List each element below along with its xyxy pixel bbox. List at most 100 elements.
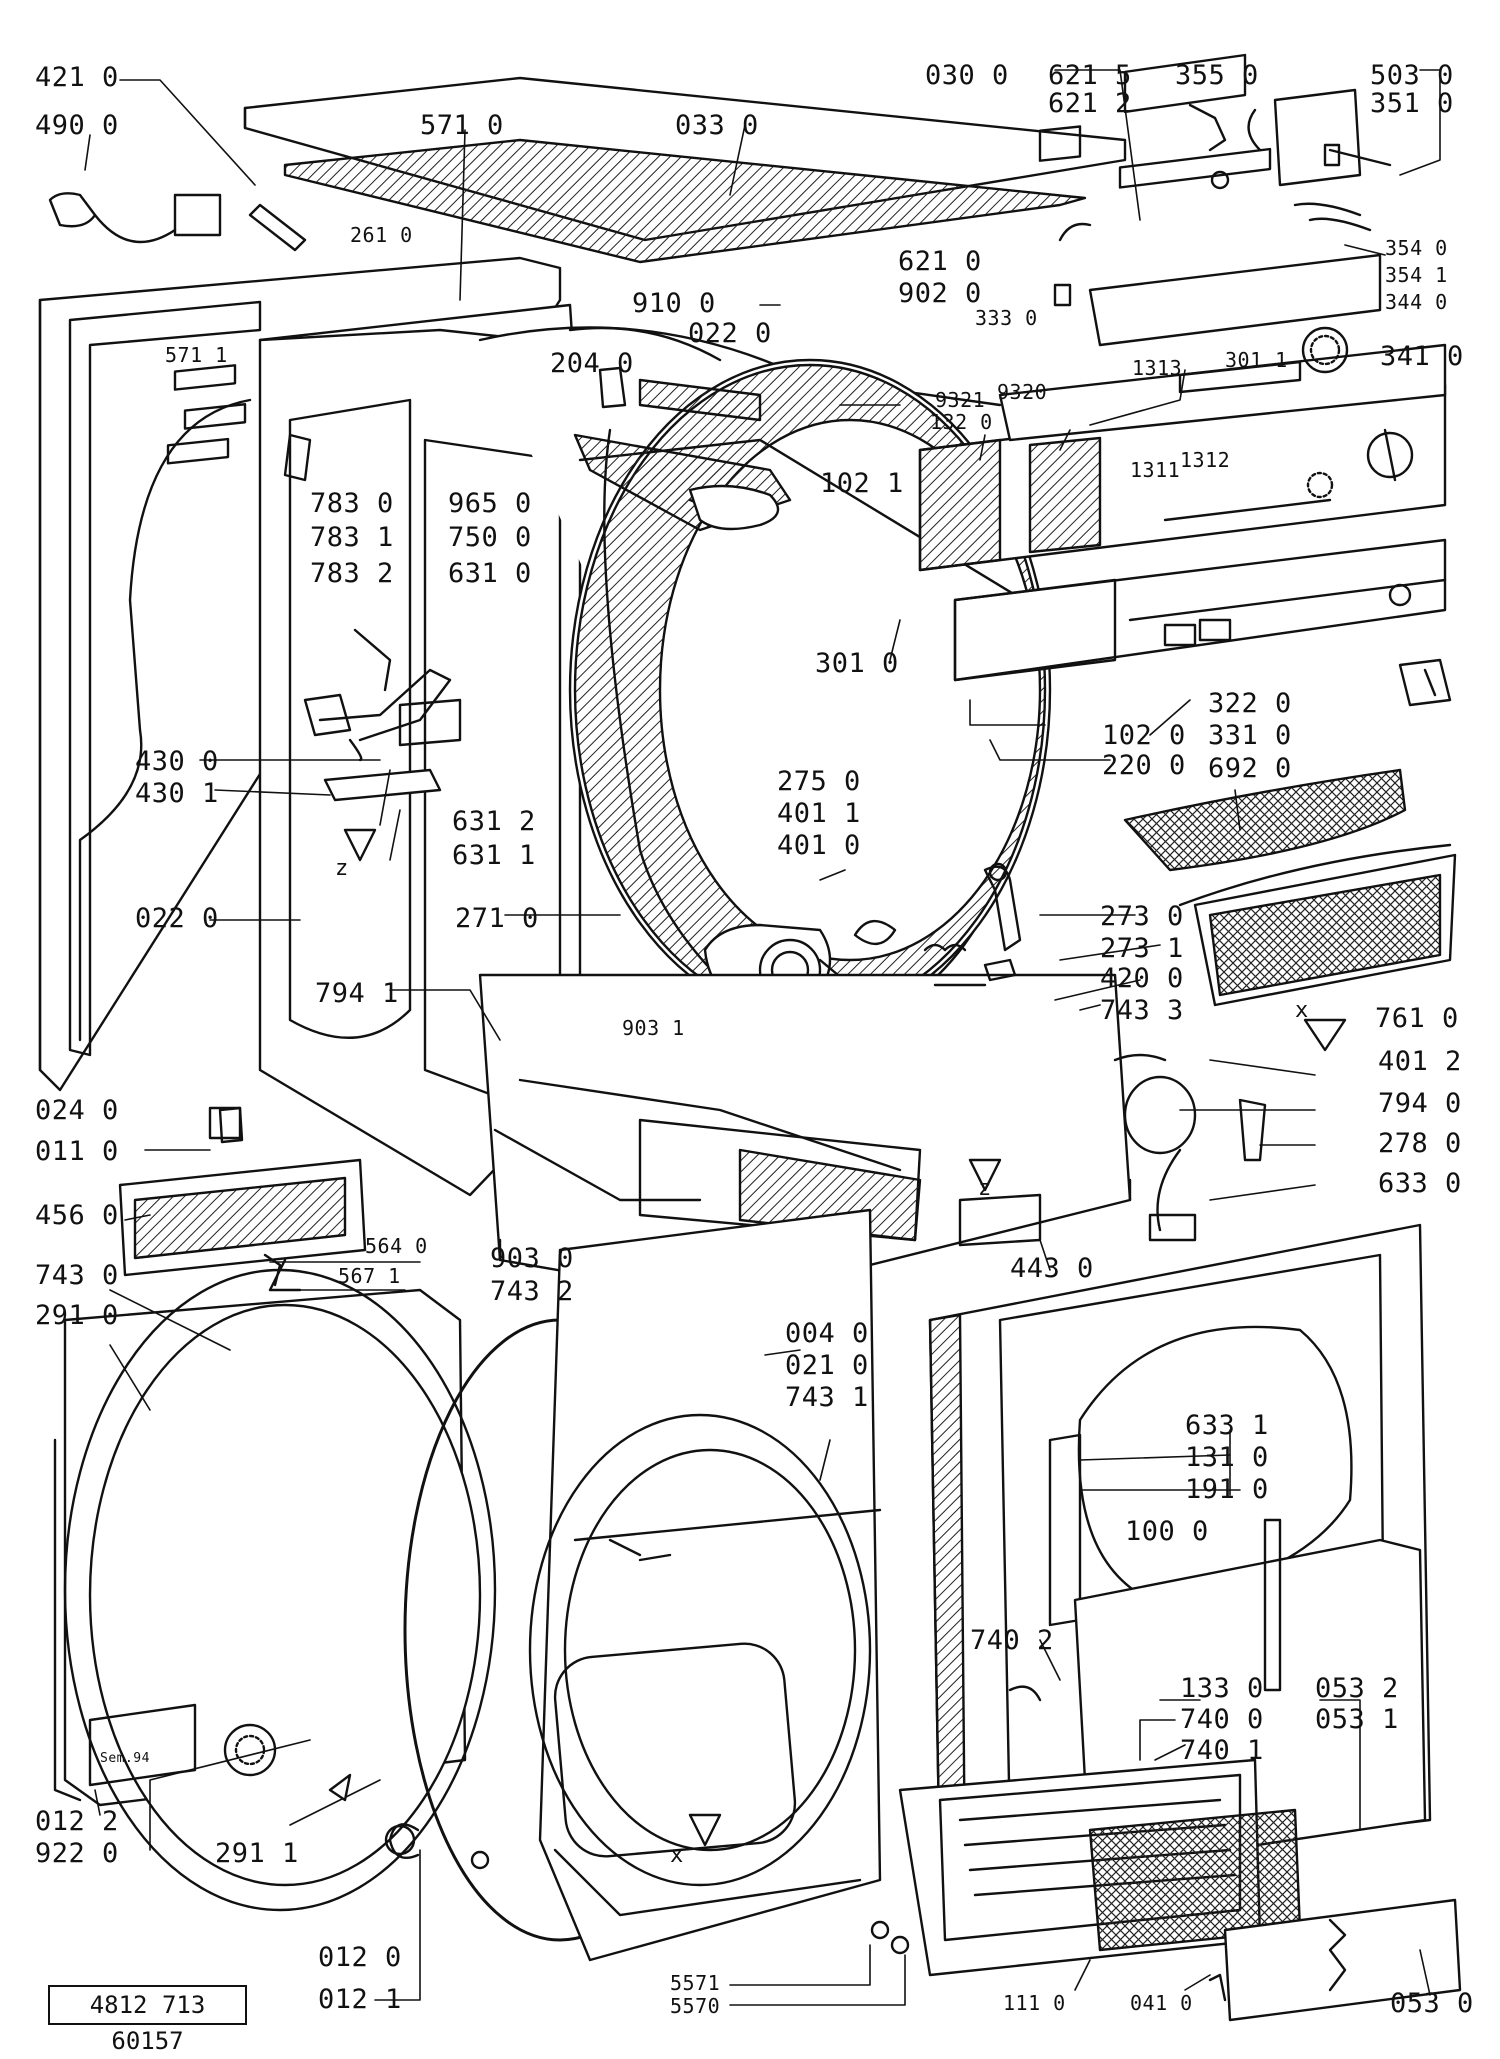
leader-lines <box>84 69 1441 2006</box>
top-small-parts <box>1038 53 1372 307</box>
part-label-301-0: 301 0 <box>815 648 899 679</box>
top-lid <box>243 76 1127 264</box>
part-label-204-0: 204 0 <box>550 348 634 379</box>
part-label-004-0: 004 0 <box>785 1318 869 1349</box>
part-label-922-0: 922 0 <box>35 1838 119 1869</box>
part-label-9320: 9320 <box>997 380 1048 404</box>
part-label-053-1: 053 1 <box>1315 1704 1399 1735</box>
part-label-740-0: 740 0 <box>1180 1704 1264 1735</box>
part-label-278-0: 278 0 <box>1378 1128 1462 1159</box>
part-label-033-0: 033 0 <box>675 110 759 141</box>
part-label-456-0: 456 0 <box>35 1200 119 1231</box>
air-duct-assembly <box>573 366 792 532</box>
part-label-740-2: 740 2 <box>970 1625 1054 1656</box>
part-label-794-0: 794 0 <box>1378 1088 1462 1119</box>
part-label-9321: 9321 <box>935 388 986 412</box>
lint-drawer-740 <box>898 1758 1302 1977</box>
part-label-301-1: 301 1 <box>1225 348 1288 372</box>
lint-filter <box>1123 768 1457 1007</box>
part-label-401-2: 401 2 <box>1378 1046 1462 1077</box>
front-frame-743 <box>53 1258 497 1912</box>
part-label-111-0: 111 0 <box>1003 1991 1066 2015</box>
door-frame-021 <box>928 1223 1432 1882</box>
part-label-053-0: 053 0 <box>1390 1988 1474 2019</box>
part-label-024-0: 024 0 <box>35 1095 119 1126</box>
part-label-743-0: 743 0 <box>35 1260 119 1291</box>
part-label-355-0: 355 0 <box>1175 60 1259 91</box>
part-label-1313: 1313 <box>1132 356 1183 380</box>
part-label-420-0: 420 0 <box>1100 963 1184 994</box>
part-label-965-0: 965 0 <box>448 488 532 519</box>
part-label-102-1: 102 1 <box>820 468 904 499</box>
document-number-box: 4812 713 60157 <box>48 1985 247 2055</box>
part-label-761-0: 761 0 <box>1375 1003 1459 1034</box>
part-label-567-1: 567 1 <box>338 1264 401 1288</box>
part-label-910-0: 910 0 <box>632 288 716 319</box>
part-label-220-0: 220 0 <box>1102 750 1186 781</box>
part-label-273-0: 273 0 <box>1100 901 1184 932</box>
part-label-621-2: 621 2 <box>1048 88 1132 119</box>
part-label-750-0: 750 0 <box>448 522 532 553</box>
part-label-631-1: 631 1 <box>452 840 536 871</box>
part-label-902-0: 902 0 <box>898 278 982 309</box>
part-label-053-2: 053 2 <box>1315 1673 1399 1704</box>
part-label-5570: 5570 <box>670 1994 721 2018</box>
control-panel <box>918 383 1447 682</box>
power-plug-and-filter <box>48 192 307 252</box>
part-label-012-2: 012 2 <box>35 1806 119 1837</box>
part-label-1311: 1311 <box>1130 458 1181 482</box>
control-knob <box>1398 658 1452 707</box>
part-label-1312: 1312 <box>1180 448 1231 472</box>
part-label-633-1: 633 1 <box>1185 1410 1269 1441</box>
part-label-030-0: 030 0 <box>925 60 1009 91</box>
part-label-621-5: 621 5 <box>1048 60 1132 91</box>
part-label-490-0: 490 0 <box>35 110 119 141</box>
view-marker-z-center: z <box>978 1176 992 1201</box>
part-label-564-0: 564 0 <box>365 1234 428 1258</box>
part-label-012-0: 012 0 <box>318 1942 402 1973</box>
part-label-041-0: 041 0 <box>1130 1991 1193 2015</box>
part-label-012-1: 012 1 <box>318 1984 402 2015</box>
bracket-456 <box>118 1106 367 1277</box>
part-label-571-0: 571 0 <box>420 110 504 141</box>
part-label-354-0: 354 0 <box>1385 236 1448 260</box>
part-label-740-1: 740 1 <box>1180 1735 1264 1766</box>
part-label-333-0: 333 0 <box>975 306 1038 330</box>
manufacturer-stamp: Sem.94 <box>100 1751 150 1766</box>
part-label-291-1: 291 1 <box>215 1838 299 1869</box>
part-label-344-0: 344 0 <box>1385 290 1448 314</box>
part-label-692-0: 692 0 <box>1208 753 1292 784</box>
part-label-903-1: 903 1 <box>622 1016 685 1040</box>
tension-arm <box>983 862 1022 982</box>
sensor-parts <box>1148 1098 1267 1242</box>
part-label-291-0: 291 0 <box>35 1300 119 1331</box>
part-label-341-0: 341 0 <box>1380 341 1464 372</box>
electronics-board <box>998 147 1447 442</box>
part-label-633-0: 633 0 <box>1378 1168 1462 1199</box>
part-label-5571: 5571 <box>670 1971 721 1995</box>
part-label-743-1: 743 1 <box>785 1382 869 1413</box>
part-label-794-1: 794 1 <box>315 978 399 1009</box>
part-label-354-1: 354 1 <box>1385 263 1448 287</box>
part-label-421-0: 421 0 <box>35 62 119 93</box>
part-label-430-0: 430 0 <box>135 746 219 777</box>
part-label-100-0: 100 0 <box>1125 1516 1209 1547</box>
part-label-322-0: 322 0 <box>1208 688 1292 719</box>
part-label-022-0-left: 022 0 <box>135 903 219 934</box>
part-label-401-0: 401 0 <box>777 830 861 861</box>
part-label-022-0-top: 022 0 <box>688 318 772 349</box>
part-label-783-2: 783 2 <box>310 558 394 589</box>
part-label-743-3: 743 3 <box>1100 995 1184 1026</box>
part-label-191-0: 191 0 <box>1185 1474 1269 1505</box>
part-label-273-1: 273 1 <box>1100 933 1184 964</box>
part-label-102-0: 102 0 <box>1102 720 1186 751</box>
thermostat-cluster <box>283 433 462 802</box>
part-label-631-0: 631 0 <box>448 558 532 589</box>
part-label-503-0: 503 0 <box>1370 60 1454 91</box>
view-marker-z-left: z <box>335 856 349 881</box>
springs <box>853 920 1167 1062</box>
part-label-743-2: 743 2 <box>490 1276 574 1307</box>
timer-unit <box>1247 88 1392 187</box>
